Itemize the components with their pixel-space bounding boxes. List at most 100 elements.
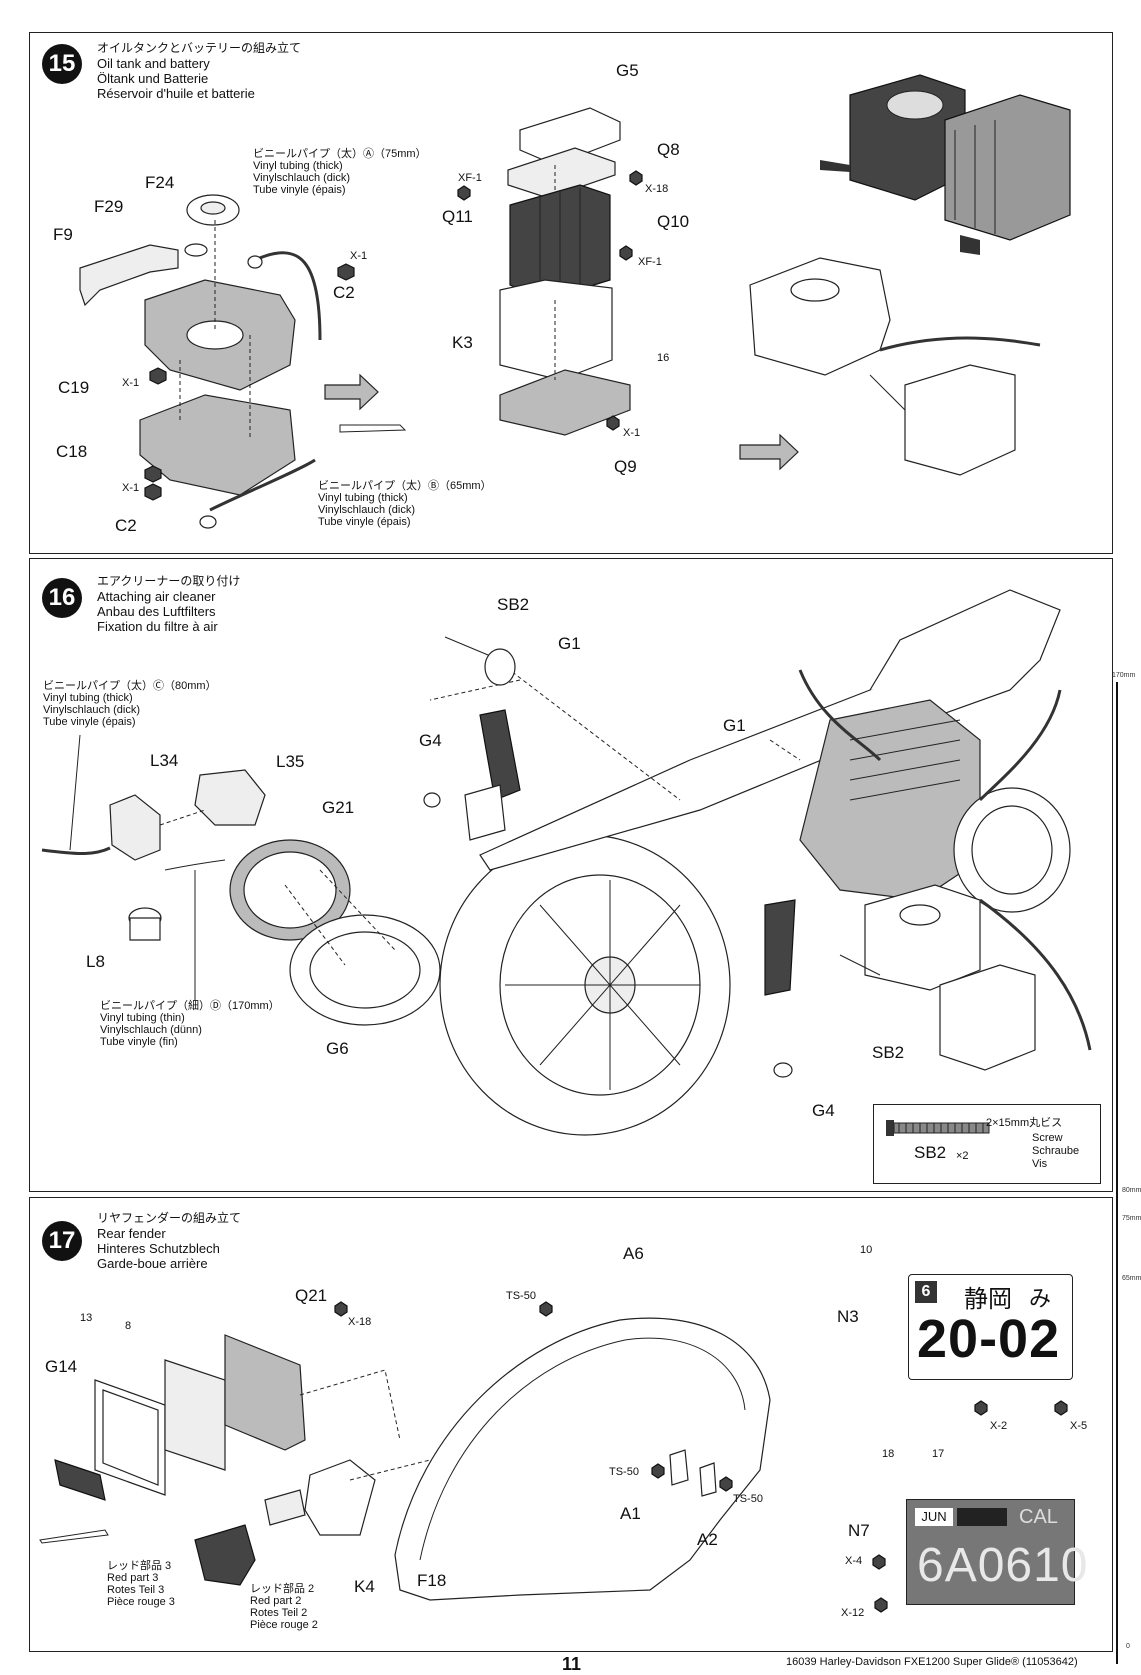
screw-x1 bbox=[337, 263, 355, 281]
red3-jp: レッド部品 3 bbox=[107, 1560, 172, 1572]
part-x1-q9: X-1 bbox=[623, 427, 641, 439]
red3-fr: Pièce rouge 3 bbox=[107, 1596, 175, 1608]
part-sb2: SB2 bbox=[497, 595, 530, 614]
footer-text: 16039 Harley-Davidson FXE1200 Super Glid… bbox=[786, 1656, 1078, 1668]
license-plate bbox=[164, 1359, 226, 1471]
ref-13: 13 bbox=[80, 1312, 93, 1324]
screw-xf1 bbox=[619, 245, 633, 261]
lamp-lens bbox=[264, 1489, 306, 1526]
frame-upper bbox=[869, 589, 1061, 691]
step-15-title-fr: Réservoir d'huile et batterie bbox=[97, 86, 255, 101]
part-g1: G1 bbox=[558, 634, 581, 653]
photo-battery-ribs bbox=[954, 120, 996, 234]
tube-a-en: Vinyl tubing (thick) bbox=[253, 160, 343, 172]
cell-line bbox=[539, 188, 581, 296]
part-k4: K4 bbox=[354, 1577, 375, 1596]
leader bbox=[869, 374, 906, 411]
fender-a6 bbox=[394, 1317, 771, 1601]
red3-en: Red part 3 bbox=[107, 1572, 159, 1584]
plate-jp-kana: み bbox=[1029, 1287, 1052, 1312]
screw-x5 bbox=[1054, 1400, 1068, 1416]
red2-jp: レッド部品 2 bbox=[250, 1583, 315, 1595]
arrow-icon bbox=[739, 433, 799, 471]
part-n7: N7 bbox=[848, 1521, 870, 1540]
tube-c-jp: ビニールパイプ（太）Ⓒ（80mm） bbox=[43, 680, 217, 692]
part-l35: L35 bbox=[276, 752, 305, 771]
battery-top-q8 bbox=[507, 147, 616, 199]
step-15-number: 15 bbox=[42, 44, 82, 84]
part-g6-inner bbox=[309, 931, 421, 1009]
engine-fins bbox=[849, 719, 961, 801]
bolt-sb2-b bbox=[839, 954, 881, 976]
part-f18: F18 bbox=[417, 1571, 447, 1590]
part-x4: X-4 bbox=[845, 1555, 863, 1567]
fender-edge bbox=[419, 1337, 746, 1561]
washer-g4-b bbox=[773, 1062, 793, 1078]
step-17-title-jp: リヤフェンダーの組み立て bbox=[97, 1211, 242, 1225]
part-f29: F29 bbox=[94, 197, 124, 216]
plate-cal-sticker bbox=[957, 1508, 1007, 1526]
tube-d-fr: Tube vinyle (fin) bbox=[100, 1036, 178, 1048]
step-16-title-en: Attaching air cleaner bbox=[97, 589, 216, 604]
tweezers-tool bbox=[39, 1529, 109, 1544]
screw-x12 bbox=[874, 1597, 888, 1613]
tube-d-en: Vinyl tubing (thin) bbox=[100, 1012, 185, 1024]
bushing-g1 bbox=[484, 648, 516, 686]
part-c19: C19 bbox=[58, 378, 90, 397]
screw-x2 bbox=[974, 1400, 988, 1416]
fitting-c2-top bbox=[247, 255, 263, 269]
step-15-title-jp: オイルタンクとバッテリーの組み立て bbox=[97, 41, 302, 55]
ruler-0: 0 bbox=[1126, 1643, 1130, 1650]
part-n3: N3 bbox=[837, 1307, 859, 1326]
part-l35 bbox=[194, 769, 266, 826]
screw-en: Screw bbox=[1032, 1132, 1063, 1144]
arrow-icon bbox=[324, 373, 379, 411]
red2-en: Red part 2 bbox=[250, 1595, 302, 1607]
part-l8: L8 bbox=[86, 952, 105, 971]
ring-f29 bbox=[184, 243, 208, 257]
part-a2: A2 bbox=[697, 1530, 718, 1549]
step-17-title-fr: Garde-boue arrière bbox=[97, 1256, 208, 1271]
part-ts50-c: TS-50 bbox=[733, 1493, 763, 1505]
screw-x1 bbox=[149, 367, 167, 385]
ref-10: 10 bbox=[860, 1244, 873, 1256]
part-c18: C18 bbox=[56, 442, 88, 461]
assembled-battery bbox=[904, 364, 1016, 476]
screw-jp: 2×15mm丸ビス bbox=[986, 1117, 1063, 1129]
screw-de: Schraube bbox=[1032, 1145, 1080, 1157]
plate-jp-class: 6 bbox=[915, 1281, 937, 1303]
tube-a-jp: ビニールパイプ（太）Ⓐ（75mm） bbox=[253, 148, 427, 160]
step-17-title: リヤフェンダーの組み立て Rear fender Hinteres Schutz… bbox=[97, 1211, 241, 1271]
step-16-title: エアクリーナーの取り付け Attaching air cleaner Anbau… bbox=[97, 574, 240, 634]
part-g5: G5 bbox=[616, 61, 639, 80]
ref-18: 18 bbox=[882, 1448, 895, 1460]
ref-8: 8 bbox=[125, 1320, 132, 1332]
step-15-title: オイルタンクとバッテリーの組み立て Oil tank and battery Ö… bbox=[97, 41, 301, 101]
screw-x18 bbox=[334, 1301, 348, 1317]
cap-f24-inner bbox=[200, 201, 226, 215]
leader bbox=[69, 734, 81, 851]
bracket-a2 bbox=[699, 1462, 717, 1497]
part-q10: Q10 bbox=[657, 212, 690, 231]
tube-a bbox=[254, 251, 322, 341]
battery-cover-g5 bbox=[519, 107, 621, 166]
red2-fr: Pièce rouge 2 bbox=[250, 1619, 318, 1631]
air-cleaner-installed-inner bbox=[971, 805, 1053, 895]
screw-x4 bbox=[872, 1554, 886, 1570]
oil-tank-cap bbox=[899, 904, 941, 926]
plate-cal-state: CAL bbox=[1019, 1506, 1058, 1528]
part-l34 bbox=[109, 794, 161, 861]
tube-a-de: Vinylschlauch (dick) bbox=[253, 172, 351, 184]
red2-de: Rotes Teil 2 bbox=[250, 1607, 308, 1619]
part-k3: K3 bbox=[452, 333, 473, 352]
part-g1-b: G1 bbox=[723, 716, 746, 735]
part-ts50: TS-50 bbox=[506, 1290, 536, 1302]
part-g21-inner bbox=[243, 851, 337, 929]
screw-x1 bbox=[144, 483, 162, 501]
part-g21: G21 bbox=[322, 798, 355, 817]
tube-c-de: Vinylschlauch (dick) bbox=[43, 704, 141, 716]
step-15-title-en: Oil tank and battery bbox=[97, 56, 210, 71]
part-xf1: XF-1 bbox=[458, 172, 482, 184]
part-c2-top: C2 bbox=[333, 283, 355, 302]
